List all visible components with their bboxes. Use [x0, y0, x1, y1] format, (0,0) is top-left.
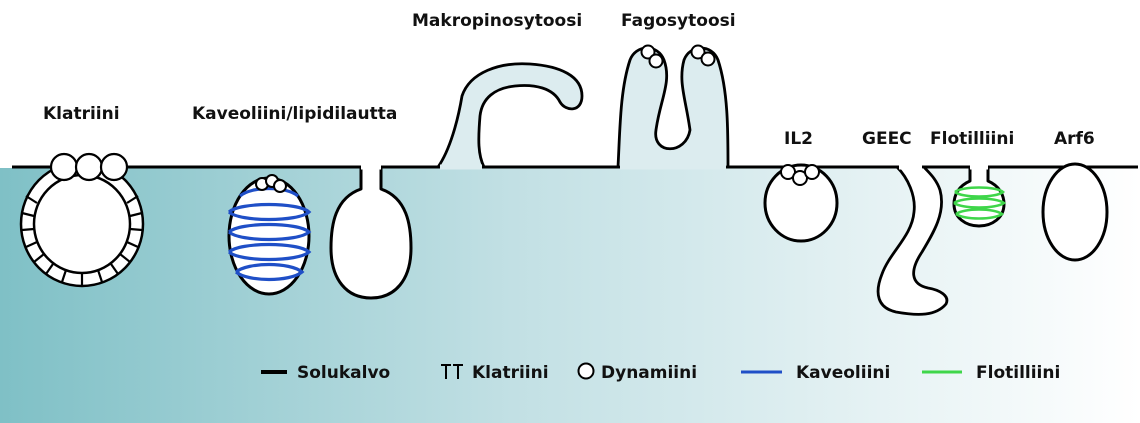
legend-label-kaveoliini: Kaveoliini: [796, 363, 890, 383]
legend-label-dynamiini: Dynamiini: [601, 363, 697, 383]
label-flotilliini: Flotilliini: [930, 129, 1014, 149]
legend-label-klatriini: Klatriini: [472, 363, 549, 383]
dynamin-symbol-icon: [579, 364, 594, 379]
legend-label-flotilliini: Flotilliini: [976, 363, 1060, 383]
label-geec: GEEC: [862, 129, 912, 149]
il2-vesicle: [765, 165, 837, 241]
label-arf6: Arf6: [1054, 129, 1095, 149]
arf6-vesicle: [1043, 164, 1107, 260]
macropinocytosis-ruffle: [438, 64, 582, 167]
legend-label-solukalvo: Solukalvo: [297, 363, 390, 383]
label-klatriini: Klatriini: [43, 104, 120, 124]
label-makropinosytoosi: Makropinosytoosi: [412, 11, 582, 31]
label-il2: IL2: [784, 129, 813, 149]
dynamin-rings: [642, 46, 715, 68]
label-fagosytoosi: Fagosytoosi: [621, 11, 736, 31]
phagocytosis-cup: [618, 46, 728, 168]
label-kaveoliini-lipidilautta: Kaveoliini/lipidilautta: [192, 104, 397, 124]
caveolin-vesicle: [229, 175, 309, 294]
dynamin-rings: [51, 154, 127, 180]
